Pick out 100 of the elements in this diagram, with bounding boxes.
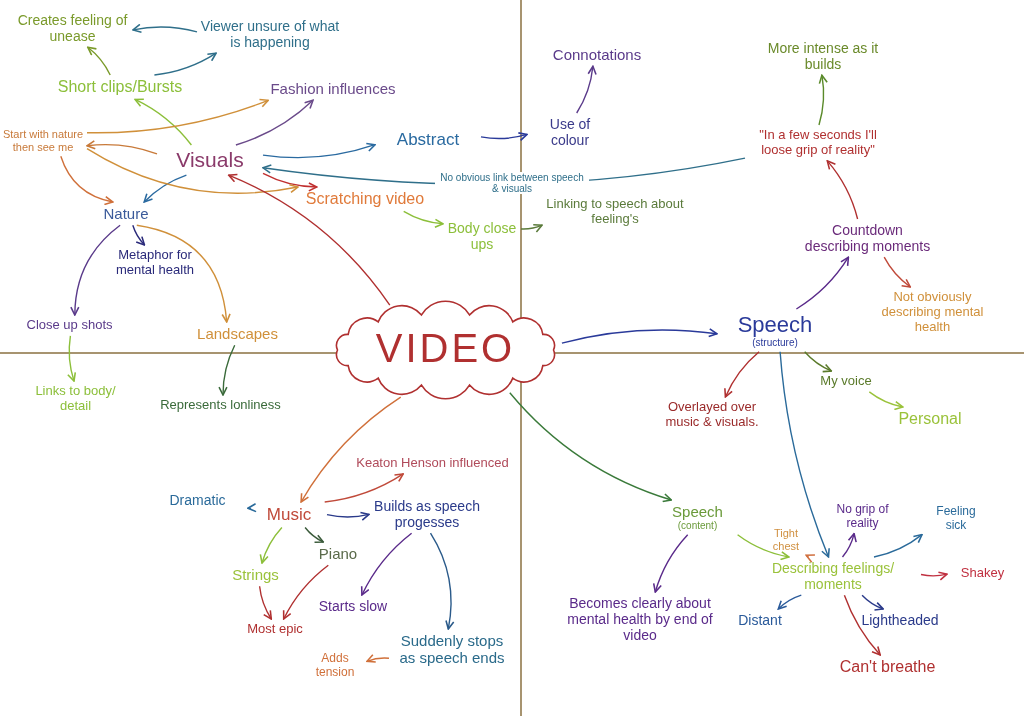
arrow: [804, 351, 833, 373]
note-heading: Speech: [671, 503, 724, 521]
arrow: [259, 526, 283, 564]
arrow: [561, 328, 718, 344]
arrow: [841, 532, 857, 558]
note-text: Describing feelings/ moments: [748, 560, 918, 593]
arrow: [134, 98, 193, 146]
arrow: [805, 554, 816, 564]
arrow: [818, 74, 828, 126]
note-text: Scratching video: [300, 190, 430, 209]
note-text: Fashion influences: [268, 80, 398, 98]
arrow: [520, 223, 543, 233]
arrow: [86, 147, 299, 194]
arrow: [304, 526, 325, 543]
note-text: Linking to speech about feeling's: [545, 197, 685, 227]
note-text: Lightheaded: [845, 612, 955, 629]
arrow: [326, 511, 370, 521]
note-text: Use of colour: [530, 116, 610, 149]
arrow: [87, 46, 111, 76]
arrow: [795, 256, 850, 310]
note-text: Keaton Henson influenced: [345, 456, 520, 471]
arrow: [153, 52, 217, 76]
arrow: [70, 224, 121, 316]
topic-title: VIDEO: [374, 325, 517, 371]
note-text: Becomes clearly about mental health by end of video: [560, 595, 720, 644]
arrow: [826, 160, 859, 220]
arrow: [777, 594, 802, 610]
arrow: [873, 533, 923, 558]
note-text: Suddenly stops as speech ends: [392, 632, 512, 667]
arrow: [262, 142, 376, 159]
arrow: [366, 654, 390, 663]
arrow: [883, 256, 912, 288]
note-text: No grip of reality: [820, 503, 905, 531]
arrow: [724, 351, 760, 398]
note-text: Body close ups: [446, 220, 518, 253]
note-text: Start with nature then see me: [2, 128, 84, 154]
arrow: [509, 392, 673, 503]
note-text: Countdown describing moments: [800, 222, 935, 255]
note-text: Dramatic: [150, 492, 245, 509]
arrow: [132, 224, 146, 246]
arrow: [235, 99, 314, 146]
note-text: My voice: [816, 374, 876, 389]
note-text: Feeling sick: [925, 505, 987, 533]
arrow: [403, 210, 444, 228]
note-subtext: (structure): [751, 337, 799, 349]
note-text: Starts slow: [318, 598, 388, 615]
note-heading: Speech: [736, 312, 814, 338]
note-text: Piano: [308, 545, 368, 563]
note-text: "In a few seconds I'll loose grip of reality": [748, 128, 888, 158]
arrow: [429, 532, 455, 630]
note-subtext: (content): [677, 520, 718, 532]
note-text: Close up shots: [22, 318, 117, 333]
arrow: [868, 391, 904, 410]
arrow: [143, 174, 188, 203]
note-text: Distant: [725, 612, 795, 629]
note-text: More intense as it builds: [758, 40, 888, 73]
arrow: [227, 173, 391, 306]
arrow: [361, 532, 413, 596]
arrow: [480, 131, 528, 142]
arrow: [132, 23, 198, 34]
arrow: [86, 140, 158, 155]
arrow: [67, 335, 77, 382]
arrow: [218, 344, 236, 396]
arrow: [262, 172, 318, 192]
edge-label: No obvious link between speech & visuals: [435, 171, 589, 194]
note-text: Creates feeling of unease: [15, 12, 130, 45]
arrow: [300, 396, 402, 503]
note-text: Metaphor for mental health: [105, 248, 205, 278]
note-text: Adds tension: [306, 652, 364, 680]
arrow: [60, 155, 114, 205]
arrow: [258, 585, 273, 620]
note-text: Landscapes: [180, 325, 295, 343]
note-text: Music: [254, 505, 324, 525]
note-text: Visuals: [160, 148, 260, 173]
note-text: Strings: [218, 566, 293, 584]
arrow: [653, 534, 689, 593]
note-text: Nature: [86, 205, 166, 223]
arrow: [779, 351, 831, 558]
arrow: [282, 564, 329, 620]
arrow: [920, 571, 948, 581]
note-text: Connotations: [532, 46, 662, 64]
note-text: Viewer unsure of what is happening: [200, 18, 340, 51]
note-text: Short clips/Bursts: [45, 78, 195, 97]
arrow: [576, 65, 597, 114]
note-text: Represents lonliness: [158, 398, 283, 413]
note-text: Builds as speech progesses: [372, 498, 482, 531]
note-text: Abstract: [378, 130, 478, 150]
note-text: Personal: [880, 410, 980, 429]
arrow: [136, 224, 231, 323]
note-text: Tight chest: [760, 527, 812, 553]
note-text: Can't breathe: [820, 658, 955, 677]
arrow: [861, 594, 884, 611]
note-text: Most epic: [245, 622, 305, 637]
note-text: Not obviously describing mental health: [870, 290, 995, 335]
note-text: Links to body/ detail: [28, 384, 123, 414]
arrow: [324, 473, 404, 503]
arrow: [86, 98, 269, 134]
note-text: Overlayed over music & visuals.: [662, 400, 762, 430]
note-text: Shakey: [950, 566, 1015, 581]
arrow: [247, 503, 257, 513]
